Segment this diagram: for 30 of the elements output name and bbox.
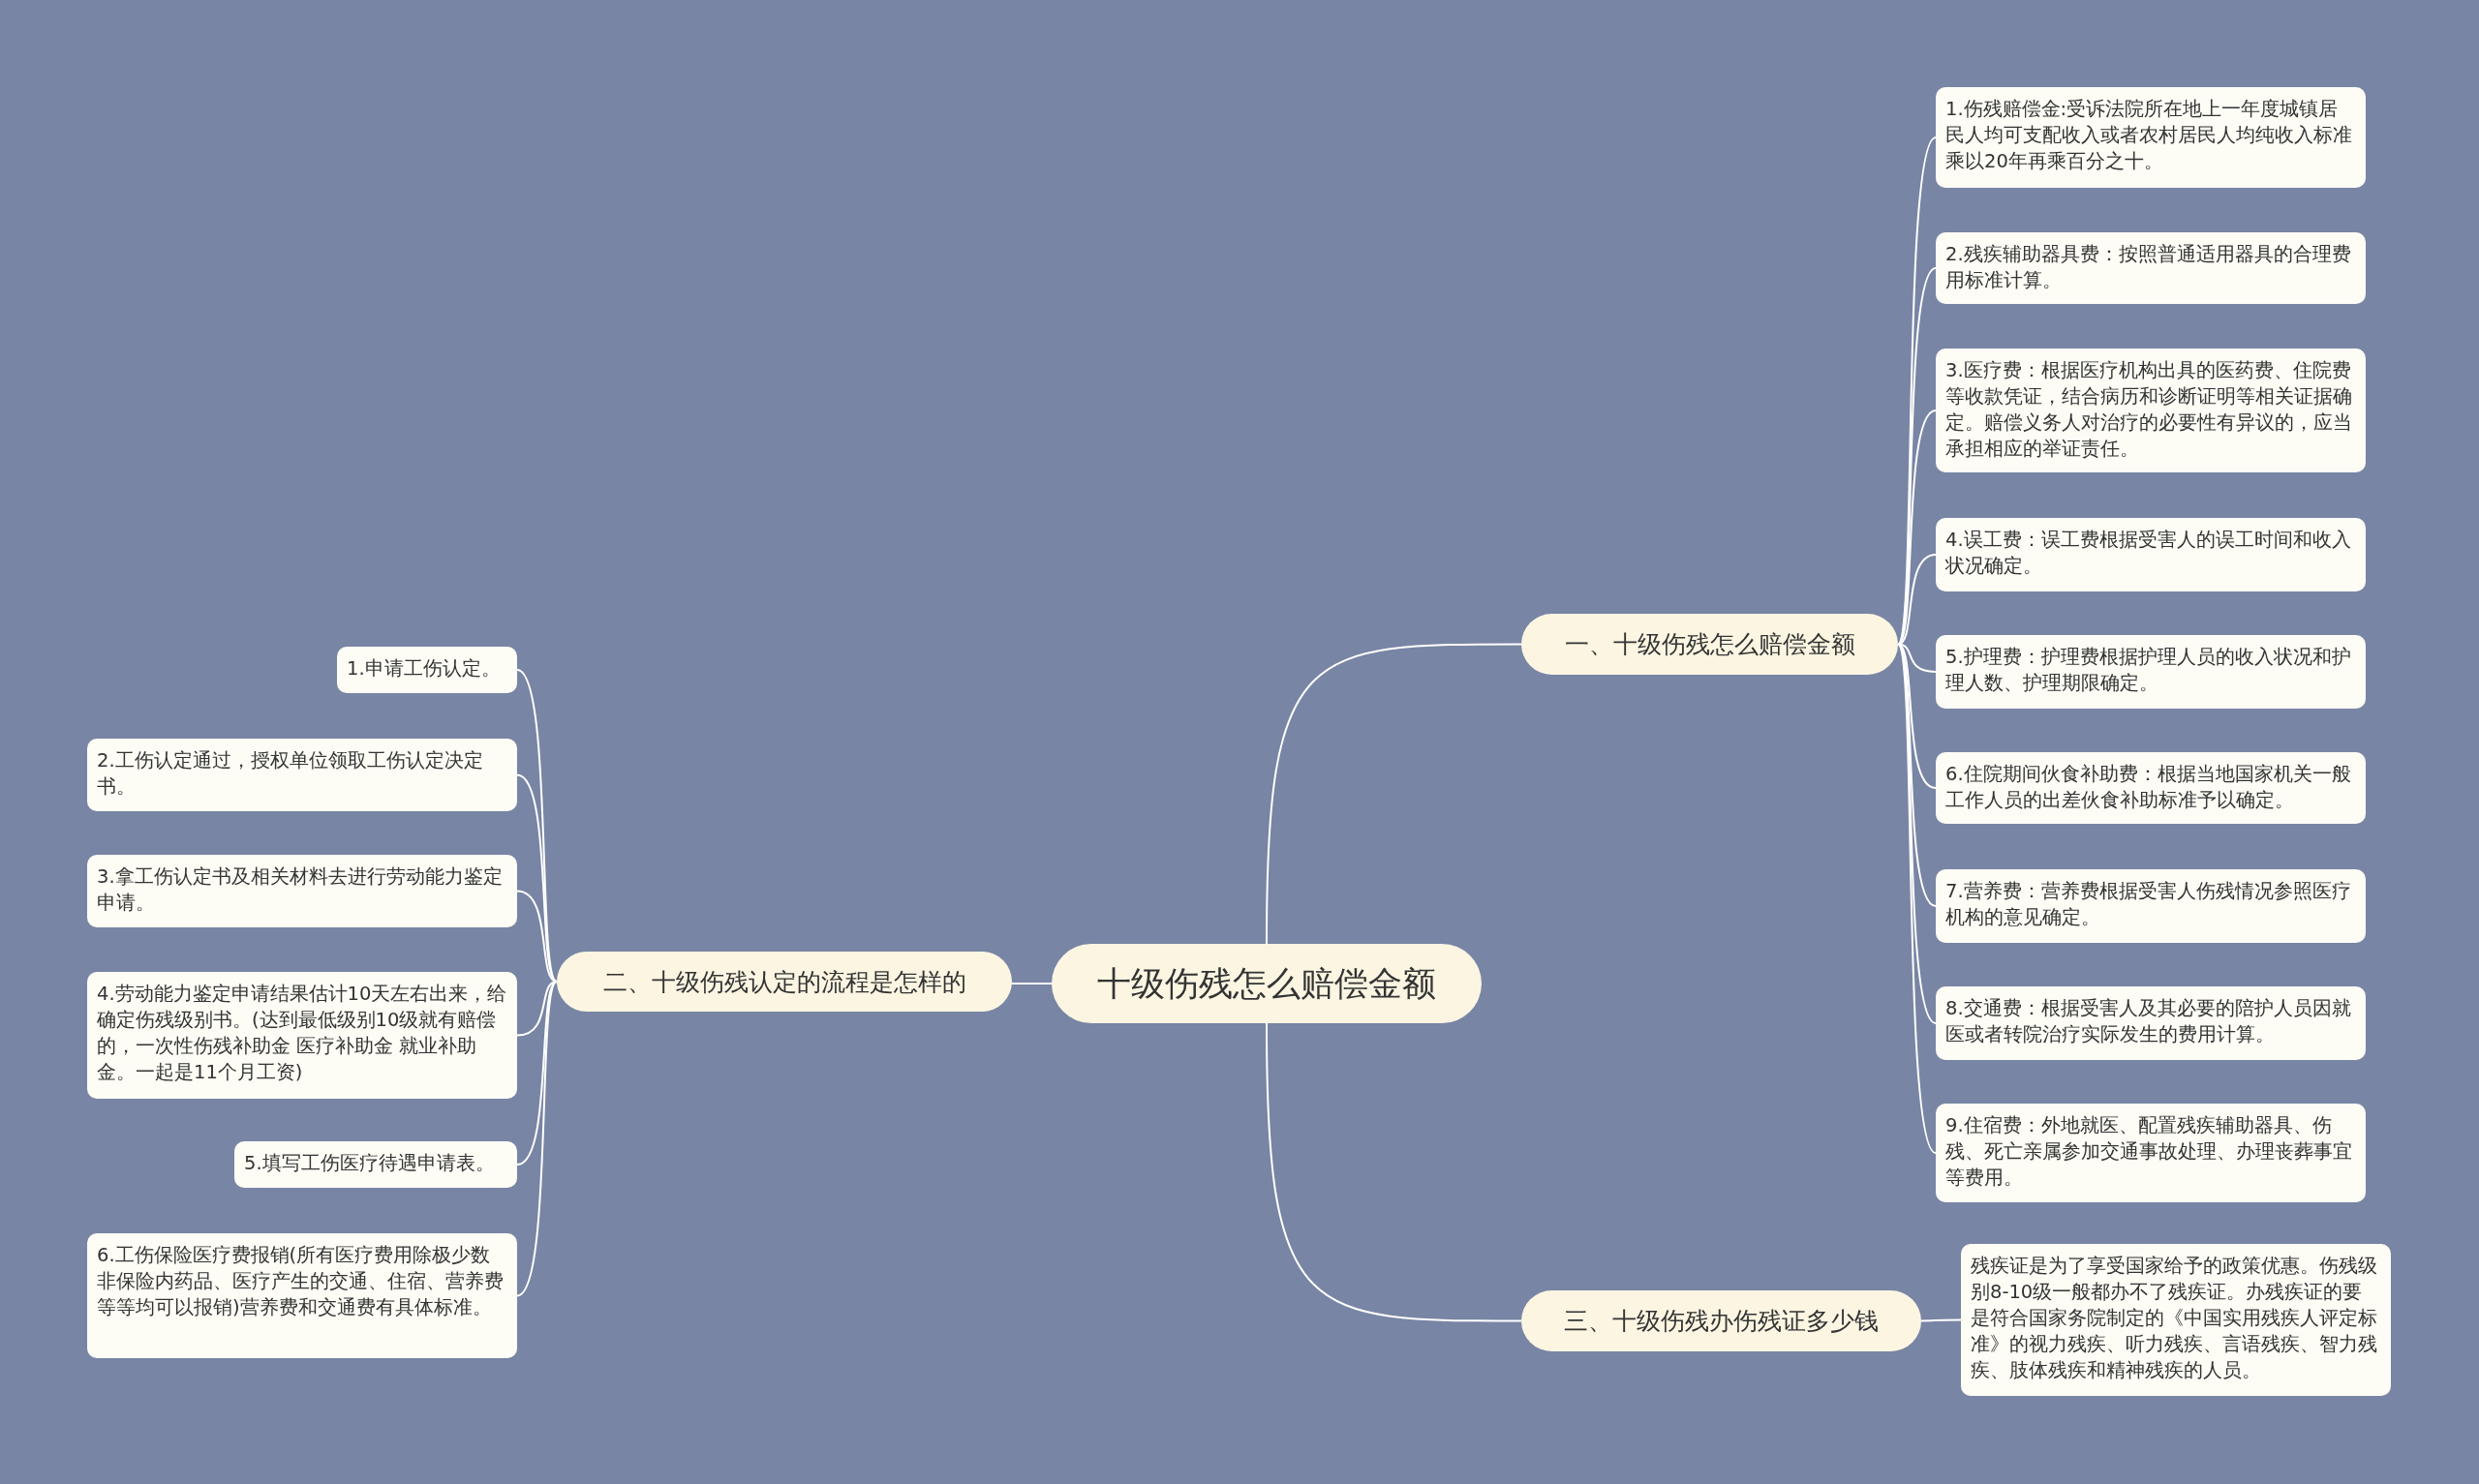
topic-box: 二、十级伤残认定的流程是怎样的 [557, 952, 1012, 1012]
note-box: 2.残疾辅助器具费：按照普通适用器具的合理费用标准计算。 [1936, 232, 2366, 304]
central-topic: 十级伤残怎么赔偿金额 [1052, 944, 1482, 1023]
note-box: 4.误工费：误工费根据受害人的误工时间和收入状况确定。 [1936, 518, 2366, 591]
topic-box: 三、十级伤残办伤残证多少钱 [1521, 1290, 1921, 1351]
connector-line [1897, 267, 1937, 646]
note-box: 4.劳动能力鉴定申请结果估计10天左右出来，给确定伤残级别书。(达到最低级别10级就有赔偿的，一次性伤残补助金 医疗补助金 就业补助金。一起是11个月工资) [87, 972, 517, 1099]
note-box: 3.医疗费：根据医疗机构出具的医药费、住院费等收款凭证，结合病历和诊断证明等相关证据确定。赔偿义务人对治疗的必要性有异议的，应当承担相应的举证责任。 [1936, 348, 2366, 472]
note-box: 6.住院期间伙食补助费：根据当地国家机关一般工作人员的出差伙食补助标准予以确定。 [1936, 752, 2366, 824]
note-box: 3.拿工伤认定书及相关材料去进行劳动能力鉴定申请。 [87, 855, 517, 927]
connector-line [1897, 643, 1937, 1154]
connector-line [516, 773, 558, 983]
note-box: 6.工伤保险医疗费报销(所有医疗费用除极少数非保险内药品、医疗产生的交通、住宿、营养费等等均可以报销)营养费和交通费有具体标准。 [87, 1233, 517, 1358]
connector-line [1920, 1318, 1962, 1322]
connector-line [516, 981, 558, 1297]
note-box: 残疾证是为了享受国家给予的政策优惠。伤残级别8-10级一般都办不了残疾证。办残疾证的要是符合国家务院制定的《中国实用残疾人评定标准》的视力残疾、听力残疾、言语残疾、智力残疾、肢体残疾和精神残疾的人员。 [1961, 1244, 2391, 1396]
note-box: 5.护理费：护理费根据护理人员的收入状况和护理人数、护理期限确定。 [1936, 635, 2366, 709]
connector-line [1266, 643, 1522, 945]
connector-line [516, 890, 558, 983]
note-box: 7.营养费：营养费根据受害人伤残情况参照医疗机构的意见确定。 [1936, 869, 2366, 943]
note-box: 2.工伤认定通过，授权单位领取工伤认定决定书。 [87, 739, 517, 811]
connector-line [1266, 1022, 1522, 1322]
note-box: 9.住宿费：外地就医、配置残疾辅助器具、伤残、死亡亲属参加交通事故处理、办理丧葬事宜等费用。 [1936, 1104, 2366, 1202]
note-box: 1.伤残赔偿金:受诉法院所在地上一年度城镇居民人均可支配收入或者农村居民人均纯收入标准乘以20年再乘百分之十。 [1936, 87, 2366, 188]
topic-box: 一、十级伤残怎么赔偿金额 [1521, 614, 1898, 675]
connector-line [1011, 983, 1053, 984]
note-box: 1.申请工伤认定。 [337, 647, 517, 693]
connector-line [516, 981, 558, 1166]
note-box: 8.交通费：根据受害人及其必要的陪护人员因就医或者转院治疗实际发生的费用计算。 [1936, 986, 2366, 1060]
note-box: 5.填写工伤医疗待遇申请表。 [234, 1141, 517, 1188]
